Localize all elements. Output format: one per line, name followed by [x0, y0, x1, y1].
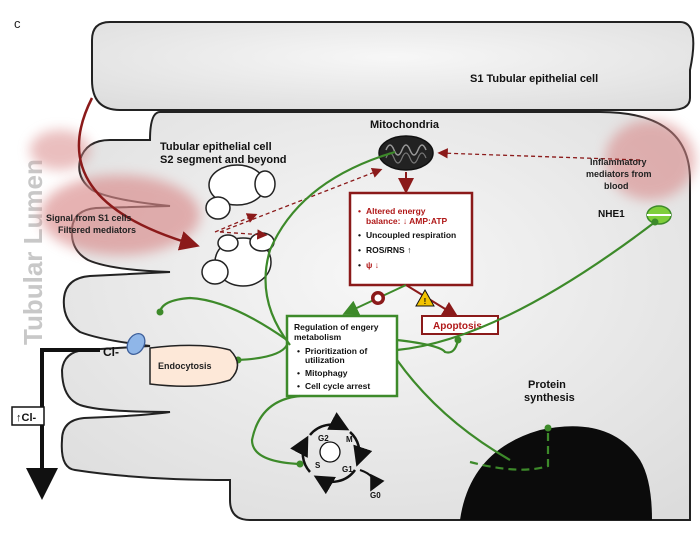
- dashed-arrow-3: [214, 213, 258, 233]
- tcl-label: ↑Cl-: [16, 412, 37, 424]
- cycle-g2-label: G2: [318, 434, 329, 443]
- dashed-arrow-inflam: [437, 148, 641, 161]
- svg-text:!: !: [424, 297, 427, 306]
- cl-flow-arrow: [26, 348, 100, 500]
- regulation-item1-line2: utilization: [305, 355, 345, 365]
- inhibit-icon: [371, 291, 385, 305]
- regulation-title-line2: metabolism: [294, 332, 342, 342]
- regulation-item1-line1: Prioritization of: [305, 346, 368, 356]
- energy-item2: Uncoupled respiration: [366, 230, 456, 240]
- protein-label-line2: synthesis: [524, 392, 575, 404]
- regulation-item2: Mitophagy: [305, 368, 348, 378]
- regulation-item3: Cell cycle arrest: [305, 381, 370, 391]
- endocytosis-label: Endocytosis: [158, 361, 212, 371]
- energy-box: [348, 191, 474, 287]
- cycle-g1-label: G1: [342, 465, 353, 474]
- energy-item1-line2: balance: ↓ AMP:ATP: [366, 216, 448, 226]
- cycle-g0-label: G0: [370, 491, 381, 500]
- signal-glow-top: [30, 130, 90, 170]
- cl-channel-icon: [126, 333, 146, 355]
- vesicle-cluster-upper: [205, 164, 276, 220]
- signal-line1: Signal from S1 cells: [46, 213, 132, 223]
- energy-item4: ψ ↓: [366, 260, 379, 270]
- signal-curve: [77, 97, 200, 251]
- dashed-arrow-2: [219, 229, 268, 240]
- s2-title-line2: S2 segment and beyond: [160, 154, 287, 166]
- cell-cycle-diagram: [290, 412, 385, 495]
- regulation-bullet-3: •: [297, 381, 300, 391]
- nucleus-dashed-link: [469, 428, 550, 471]
- inflam-line3: blood: [604, 181, 629, 191]
- nhe1-transporter-icon: [646, 205, 672, 225]
- energy-bullet-3: •: [358, 245, 361, 255]
- apoptosis-label: Apoptosis: [433, 321, 482, 332]
- signal-glow: [40, 175, 200, 255]
- vesicle-cluster-lower: [201, 232, 275, 287]
- panel-label: c: [14, 16, 21, 31]
- energy-item1-line1: Altered energy: [366, 206, 426, 216]
- s1-cell-label: S1 Tubular epithelial cell: [470, 73, 598, 85]
- cycle-m-label: M: [346, 435, 353, 444]
- inflammatory-glow: [605, 120, 695, 200]
- mitochondria-icon: [378, 135, 434, 171]
- regulation-box: [285, 314, 399, 398]
- mitochondria-label: Mitochondria: [370, 119, 440, 131]
- inflam-line2: mediators from: [586, 169, 652, 179]
- energy-item3: ROS/RNS ↑: [366, 245, 411, 255]
- inflam-line1: Inflammatory: [590, 157, 647, 167]
- protein-label-line1: Protein: [528, 379, 566, 391]
- energy-bullet-1: •: [358, 206, 361, 216]
- tubular-lumen-label: Tubular Lumen: [18, 159, 48, 345]
- green-connectors: [158, 150, 656, 466]
- regulation-title-line1: Regulation of engery: [294, 322, 379, 332]
- regulation-bullet-2: •: [297, 368, 300, 378]
- tcl-box: [11, 406, 45, 426]
- regulation-bullet-1: •: [297, 346, 300, 356]
- signal-line2: Filtered mediators: [58, 225, 136, 235]
- nhe1-label: NHE1: [598, 209, 625, 220]
- s1-cell-shape: [91, 21, 695, 111]
- s2-title-line1: Tubular epithelial cell: [160, 141, 272, 153]
- energy-bullet-2: •: [358, 230, 361, 240]
- energy-bullet-4: •: [358, 260, 361, 270]
- cycle-s-label: S: [315, 461, 321, 470]
- nucleus: [460, 426, 652, 520]
- hazard-icon: !: [415, 288, 435, 307]
- cl-minus-label: Cl-: [103, 345, 119, 359]
- endocytosis-bud: [149, 344, 239, 387]
